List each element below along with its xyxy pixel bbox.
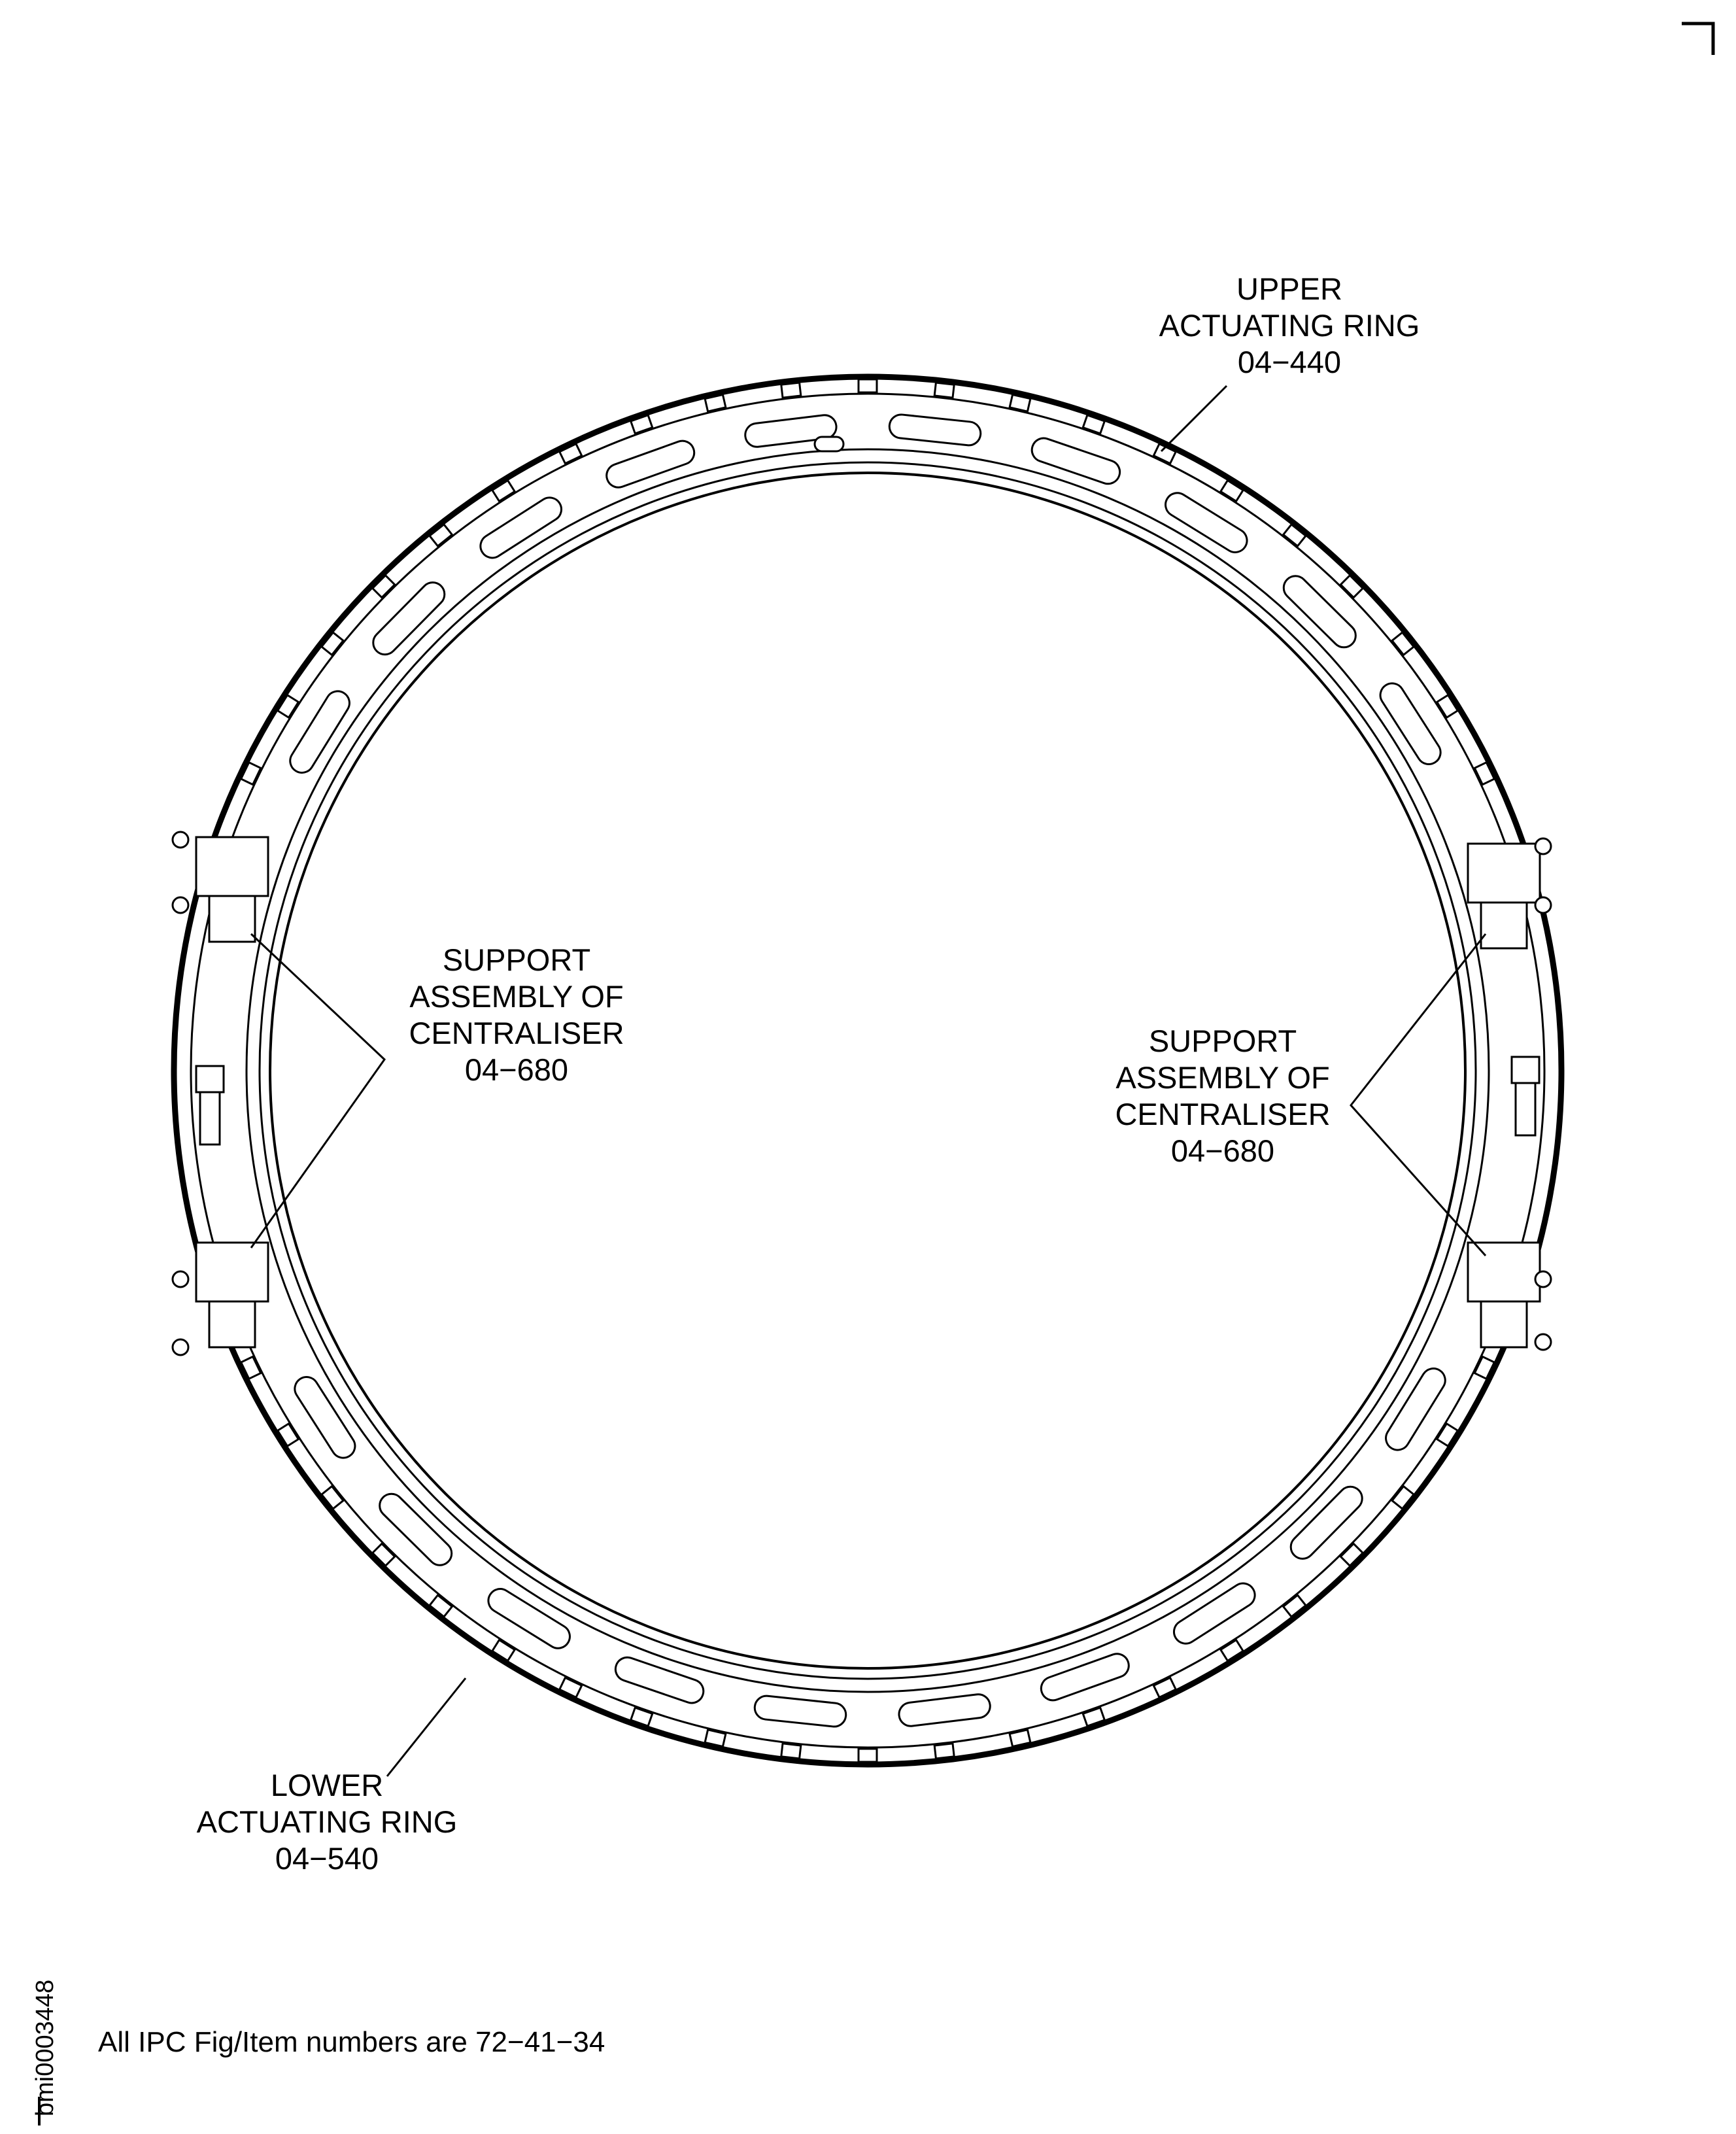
ring-lug	[933, 381, 955, 399]
corner-mark-top-right	[1682, 22, 1715, 55]
ring-slot	[744, 414, 838, 448]
ring-lug	[704, 1729, 727, 1748]
ring-lug	[1282, 1593, 1308, 1619]
leader-lower-ring	[386, 1678, 467, 1777]
actuating-ring-outline	[171, 373, 1565, 1768]
centraliser-support-left-upper	[171, 831, 269, 943]
label-part-number: 04−540	[275, 1841, 379, 1876]
ring-lug	[933, 1742, 955, 1760]
label-line: ASSEMBLY OF	[1115, 1060, 1330, 1095]
ring-slot	[1385, 1368, 1446, 1451]
centraliser-bolt-left	[195, 1065, 225, 1146]
label-lower-actuating-ring: LOWER ACTUATING RING 04−540	[157, 1767, 497, 1877]
ring-slot	[1165, 492, 1248, 553]
ring-lug	[1435, 693, 1459, 719]
centraliser-support-left-lower	[171, 1241, 269, 1356]
centraliser-support-right-lower	[1467, 1241, 1552, 1351]
label-line: LOWER	[270, 1768, 384, 1802]
ring-lug	[629, 1706, 654, 1728]
label-line: ACTUATING RING	[1159, 308, 1420, 343]
ring-slot	[487, 1588, 571, 1649]
label-part-number: 04−440	[1237, 345, 1342, 379]
ring-lug	[1219, 1638, 1245, 1662]
ring-slot	[372, 581, 446, 656]
label-upper-actuating-ring: UPPER ACTUATING RING 04−440	[1119, 271, 1459, 381]
label-line: ASSEMBLY OF	[409, 979, 624, 1014]
ring-lug	[371, 1542, 396, 1568]
ring-lug	[558, 442, 583, 465]
ipc-footnote: All IPC Fig/Item numbers are 72−41−34	[98, 2026, 605, 2058]
label-support-assembly-left: SUPPORT ASSEMBLY OF CENTRALISER 04−680	[366, 942, 667, 1088]
ring-lug	[857, 378, 878, 394]
ring-lug	[276, 693, 300, 719]
label-part-number: 04−680	[464, 1052, 569, 1087]
ring-slot	[289, 690, 350, 774]
label-line: SUPPORT	[1148, 1024, 1297, 1058]
ring-lug	[780, 381, 802, 399]
ring-slot	[614, 1656, 705, 1704]
ring-lug	[371, 574, 396, 599]
ring-lug	[780, 1742, 802, 1760]
ring-lug	[1435, 1422, 1459, 1448]
ring-slot	[898, 1693, 991, 1727]
ring-lug	[1081, 413, 1106, 435]
ring-slot	[379, 1492, 453, 1566]
ring-lug	[857, 1747, 878, 1763]
label-line: SUPPORT	[442, 942, 591, 977]
ring-slot	[479, 496, 563, 559]
ring-lug	[276, 1422, 300, 1448]
ring-lug	[428, 523, 454, 548]
ring-lug	[490, 1638, 517, 1662]
label-line: ACTUATING RING	[196, 1804, 458, 1839]
ring-slot	[1282, 575, 1357, 649]
ring-lug	[1152, 442, 1178, 465]
label-line: CENTRALISER	[409, 1016, 624, 1050]
ring-slot-pattern	[289, 413, 1446, 1728]
centraliser-bolt-right	[1510, 1056, 1540, 1137]
ring-slot	[1172, 1582, 1256, 1645]
ring-lug	[490, 479, 517, 503]
ring-slot	[1289, 1485, 1363, 1560]
ring-lug	[1282, 523, 1308, 548]
ring-lug-pattern	[239, 378, 1496, 1763]
label-line: UPPER	[1236, 271, 1342, 306]
ring-lug	[1473, 761, 1496, 786]
ring-lug	[1219, 479, 1245, 503]
ring-lug	[1081, 1706, 1106, 1728]
ring-slot	[605, 439, 696, 489]
ring-slot	[888, 413, 982, 447]
ring-lug	[428, 1593, 454, 1619]
drawing-id: bmi0003448	[31, 1979, 59, 2116]
ring-slot	[294, 1375, 356, 1459]
ring-lug	[629, 413, 654, 435]
ring-lug	[1152, 1676, 1178, 1699]
ring-lug	[1008, 393, 1032, 413]
ring-slot	[1030, 437, 1121, 485]
leader-support-left	[250, 933, 386, 1248]
ring-lug	[558, 1676, 583, 1699]
label-support-assembly-right: SUPPORT ASSEMBLY OF CENTRALISER 04−680	[1072, 1023, 1373, 1169]
leader-support-right	[1350, 933, 1487, 1257]
ring-lug	[239, 1355, 262, 1381]
centraliser-support-right-upper	[1467, 837, 1552, 950]
ring-lug	[320, 1485, 345, 1511]
ring-lug	[1473, 1355, 1496, 1381]
ring-lug	[1390, 1485, 1416, 1511]
leader-upper-ring	[1160, 385, 1228, 453]
label-line: CENTRALISER	[1115, 1097, 1331, 1131]
ring-slot	[1040, 1653, 1130, 1702]
ring-lug	[239, 761, 262, 786]
ring-slot	[753, 1695, 847, 1728]
label-part-number: 04−680	[1170, 1133, 1275, 1168]
ring-lug	[320, 630, 345, 657]
ring-lug	[1339, 1542, 1365, 1568]
ring-lug	[1390, 630, 1416, 657]
index-mark-top	[813, 436, 845, 453]
ring-lug	[704, 393, 727, 413]
ring-lug	[1008, 1729, 1032, 1748]
ring-lug	[1339, 574, 1365, 599]
ring-slot	[1379, 682, 1442, 766]
leader-lines	[250, 385, 1487, 1777]
